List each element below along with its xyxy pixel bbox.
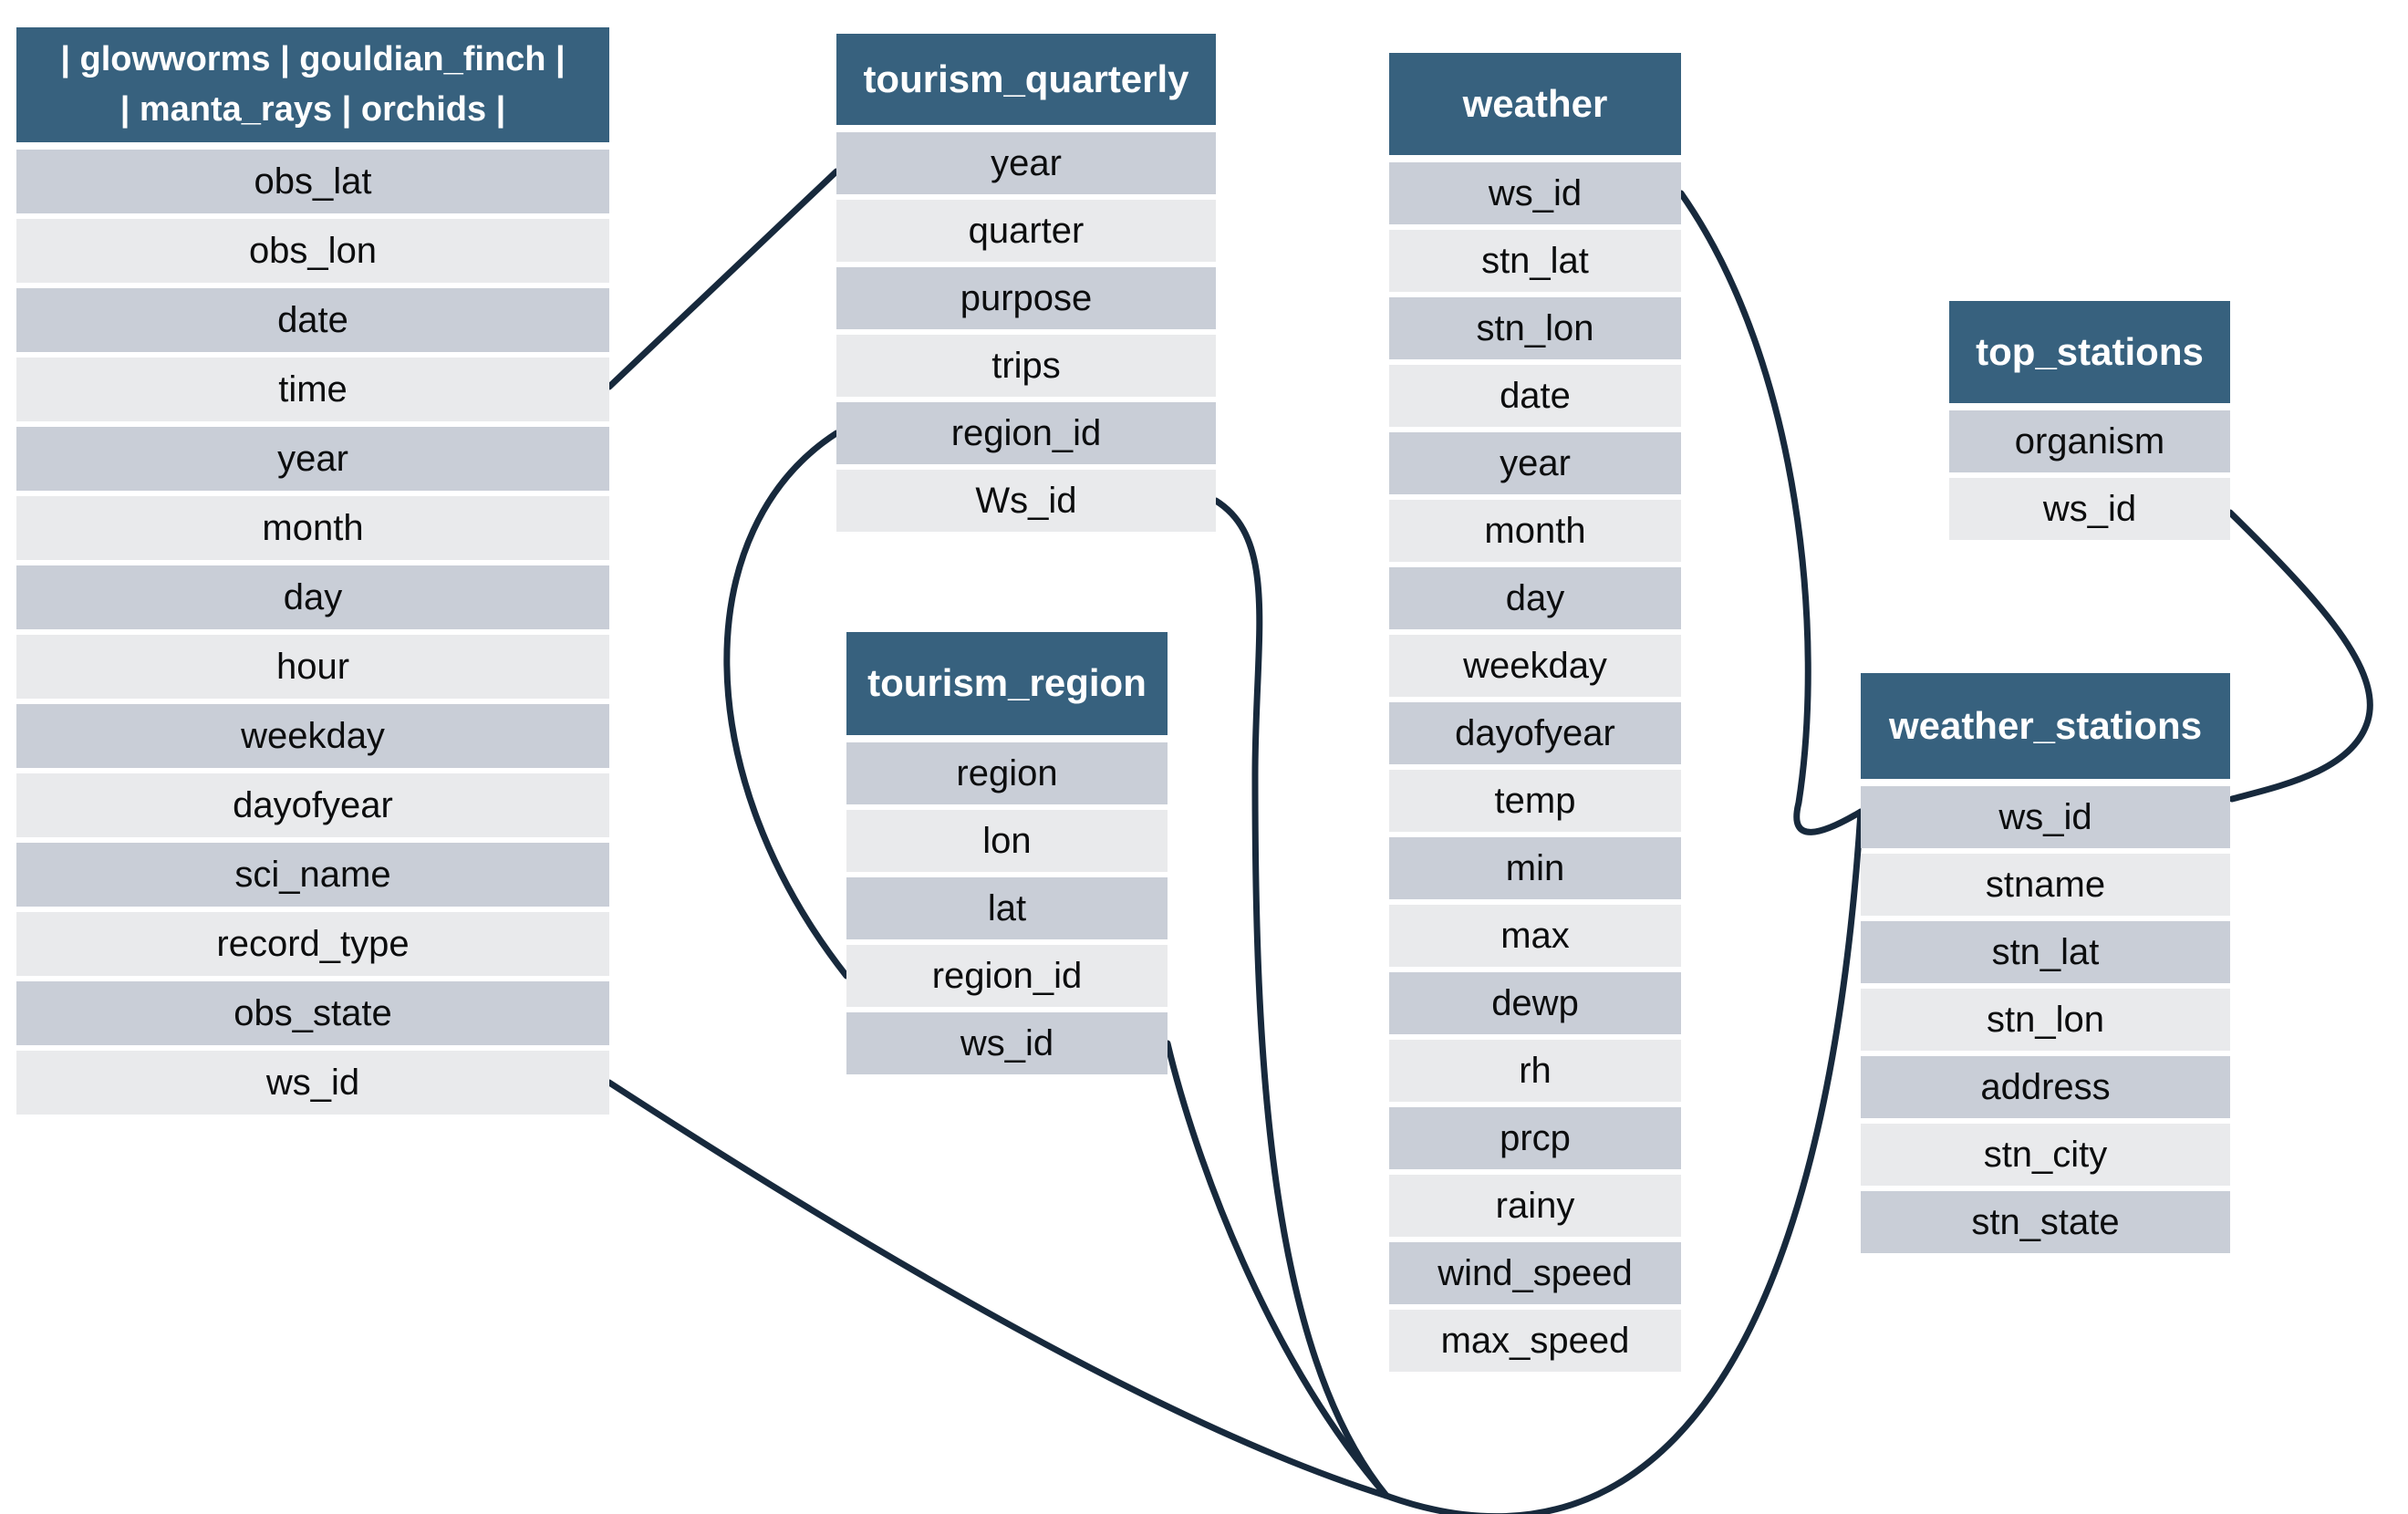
table-row-weather-ws_id: ws_id xyxy=(1389,162,1681,224)
table-row-observations-record_type: record_type xyxy=(16,912,609,976)
table-row-weather-temp: temp xyxy=(1389,770,1681,832)
table-header-observations: | glowworms | gouldian_finch | | manta_ra… xyxy=(16,27,609,142)
table-row-weather-max_speed: max_speed xyxy=(1389,1310,1681,1372)
table-title: top_stations xyxy=(1976,329,2204,373)
table-row-tourism_quarterly-Ws_id: Ws_id xyxy=(836,470,1216,532)
table-row-observations-day: day xyxy=(16,565,609,629)
table-row-weather-dewp: dewp xyxy=(1389,972,1681,1034)
table-row-tourism_quarterly-purpose: purpose xyxy=(836,267,1216,329)
table-row-tourism_region-region: region xyxy=(846,742,1168,804)
table-row-observations-obs_state: obs_state xyxy=(16,981,609,1045)
table-row-observations-weekday: weekday xyxy=(16,704,609,768)
table-row-top_stations-ws_id: ws_id xyxy=(1949,478,2230,540)
table-title: weather xyxy=(1462,81,1608,125)
table-title: | glowworms | gouldian_finch | xyxy=(60,39,566,78)
table-row-observations-month: month xyxy=(16,496,609,560)
connector-tourism_quarterly-region_id__tourism_region-region_id xyxy=(723,430,850,980)
table-title: tourism_quarterly xyxy=(863,57,1189,100)
table-row-observations-hour: hour xyxy=(16,635,609,699)
table-row-weather-year: year xyxy=(1389,432,1681,494)
table-row-tourism_region-lat: lat xyxy=(846,877,1168,939)
table-row-weather-min: min xyxy=(1389,837,1681,899)
table-row-weather-wind_speed: wind_speed xyxy=(1389,1242,1681,1304)
table-row-weather_stations-stn_state: stn_state xyxy=(1861,1191,2230,1253)
table-row-weather_stations-stname: stname xyxy=(1861,854,2230,916)
table-row-tourism_region-ws_id: ws_id xyxy=(846,1012,1168,1074)
table-row-weather-prcp: prcp xyxy=(1389,1107,1681,1169)
table-header-tourism_quarterly: tourism_quarterly xyxy=(836,34,1216,125)
table-row-weather_stations-address: address xyxy=(1861,1056,2230,1118)
connector-tourism_region-ws_id__weather_stations-ws_id xyxy=(1164,1040,1390,1499)
connector-weather-ws_id__weather_stations-ws_id xyxy=(1677,190,1864,835)
table-row-tourism_quarterly-region_id: region_id xyxy=(836,402,1216,464)
table-row-weather-rainy: rainy xyxy=(1389,1175,1681,1237)
table-row-weather-month: month xyxy=(1389,500,1681,562)
connector-observations-ws_id__weather_stations-ws_id xyxy=(606,1079,1390,1499)
table-row-observations-dayofyear: dayofyear xyxy=(16,773,609,837)
table-row-observations-date: date xyxy=(16,288,609,352)
table-header-weather: weather xyxy=(1389,53,1681,155)
table-row-observations-obs_lat: obs_lat xyxy=(16,150,609,213)
table-row-weather-dayofyear: dayofyear xyxy=(1389,702,1681,764)
table-row-weather-date: date xyxy=(1389,365,1681,427)
table-row-weather-stn_lon: stn_lon xyxy=(1389,297,1681,359)
table-header-top_stations: top_stations xyxy=(1949,301,2230,403)
table-row-weather-max: max xyxy=(1389,905,1681,967)
connector-shared-tail-to-weather_stations-ws_id xyxy=(1383,808,1864,1514)
table-row-weather_stations-stn_lat: stn_lat xyxy=(1861,921,2230,983)
table-header-weather_stations: weather_stations xyxy=(1861,673,2230,779)
table-row-weather_stations-stn_lon: stn_lon xyxy=(1861,989,2230,1051)
table-row-observations-sci_name: sci_name xyxy=(16,843,609,907)
table-header-tourism_region: tourism_region xyxy=(846,632,1168,735)
table-row-observations-ws_id: ws_id xyxy=(16,1051,609,1115)
table-row-weather-stn_lat: stn_lat xyxy=(1389,230,1681,292)
table-row-weather_stations-stn_city: stn_city xyxy=(1861,1124,2230,1186)
table-row-weather_stations-ws_id: ws_id xyxy=(1861,786,2230,848)
table-row-tourism_quarterly-year: year xyxy=(836,132,1216,194)
table-row-tourism_region-lon: lon xyxy=(846,810,1168,872)
table-row-observations-year: year xyxy=(16,427,609,491)
connector-top_stations-ws_id__weather_stations-ws_id xyxy=(2226,509,2373,803)
connector-tourism_quarterly-Ws_id__weather_stations-ws_id xyxy=(1212,497,1390,1499)
table-row-tourism_quarterly-quarter: quarter xyxy=(836,200,1216,262)
table-title: | manta_rays | orchids | xyxy=(119,90,506,129)
table-row-tourism_quarterly-trips: trips xyxy=(836,335,1216,397)
table-row-weather-rh: rh xyxy=(1389,1040,1681,1102)
table-row-tourism_region-region_id: region_id xyxy=(846,945,1168,1007)
table-row-observations-time: time xyxy=(16,358,609,421)
table-row-top_stations-organism: organism xyxy=(1949,410,2230,472)
connector-observations-time__tourism_quarterly-year xyxy=(606,168,840,390)
table-row-weather-weekday: weekday xyxy=(1389,635,1681,697)
table-row-observations-obs_lon: obs_lon xyxy=(16,219,609,283)
table-row-weather-day: day xyxy=(1389,567,1681,629)
table-observations: | glowworms | gouldian_finch | | manta_ra… xyxy=(16,27,609,1120)
table-title: tourism_region xyxy=(867,661,1147,705)
table-title: weather_stations xyxy=(1888,703,2203,747)
